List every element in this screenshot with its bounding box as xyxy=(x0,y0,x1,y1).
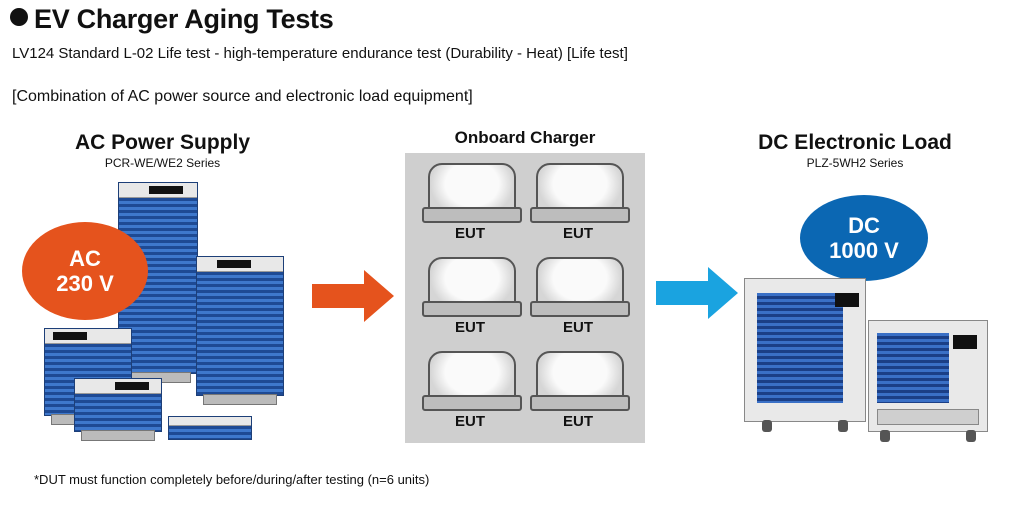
power-unit-small-front xyxy=(74,378,162,441)
power-unit-compact xyxy=(168,416,252,440)
eut-unit: EUT xyxy=(530,255,630,339)
eut-unit: EUT xyxy=(530,161,630,245)
load-unit-small xyxy=(868,320,988,432)
eut-unit: EUT xyxy=(422,161,522,245)
dc-load-heading: DC Electronic Load xyxy=(758,131,952,154)
eut-panel: EUT EUT EUT EUT EUT EUT xyxy=(405,153,645,443)
ac-voltage-badge: AC 230 V xyxy=(22,222,148,320)
right-arrow-blue-icon xyxy=(656,267,738,319)
dc-badge-line2: 1000 V xyxy=(829,238,899,263)
ac-badge-line1: AC xyxy=(69,245,101,271)
page-title: EV Charger Aging Tests xyxy=(10,4,334,35)
dc-badge-line1: DC xyxy=(848,212,880,238)
eut-unit: EUT xyxy=(422,255,522,339)
subtitle: LV124 Standard L-02 Life test - high-tem… xyxy=(12,45,628,62)
eut-unit: EUT xyxy=(530,349,630,433)
ac-supply-series: PCR-WE/WE2 Series xyxy=(104,156,221,170)
eut-label: EUT xyxy=(455,225,485,242)
title-text: EV Charger Aging Tests xyxy=(34,4,334,34)
right-arrow-orange-icon xyxy=(312,270,394,322)
power-unit-medium xyxy=(196,256,284,405)
footnote: *DUT must function completely before/dur… xyxy=(34,472,430,487)
eut-label: EUT xyxy=(563,225,593,242)
eut-label: EUT xyxy=(563,319,593,336)
charger-heading: Onboard Charger xyxy=(454,128,596,147)
bullet-icon xyxy=(10,8,28,26)
dc-load-series: PLZ-5WH2 Series xyxy=(806,156,904,170)
eut-label: EUT xyxy=(563,413,593,430)
eut-label: EUT xyxy=(455,413,485,430)
eut-label: EUT xyxy=(455,319,485,336)
dc-voltage-badge: DC 1000 V xyxy=(800,195,928,281)
combination-note: [Combination of AC power source and elec… xyxy=(12,88,473,105)
ac-badge-line2: 230 V xyxy=(56,271,114,296)
dc-load-illustration xyxy=(740,270,1000,470)
eut-unit: EUT xyxy=(422,349,522,433)
load-unit-large xyxy=(744,278,866,422)
ac-supply-illustration xyxy=(0,0,300,460)
ac-supply-heading: AC Power Supply xyxy=(74,131,251,154)
